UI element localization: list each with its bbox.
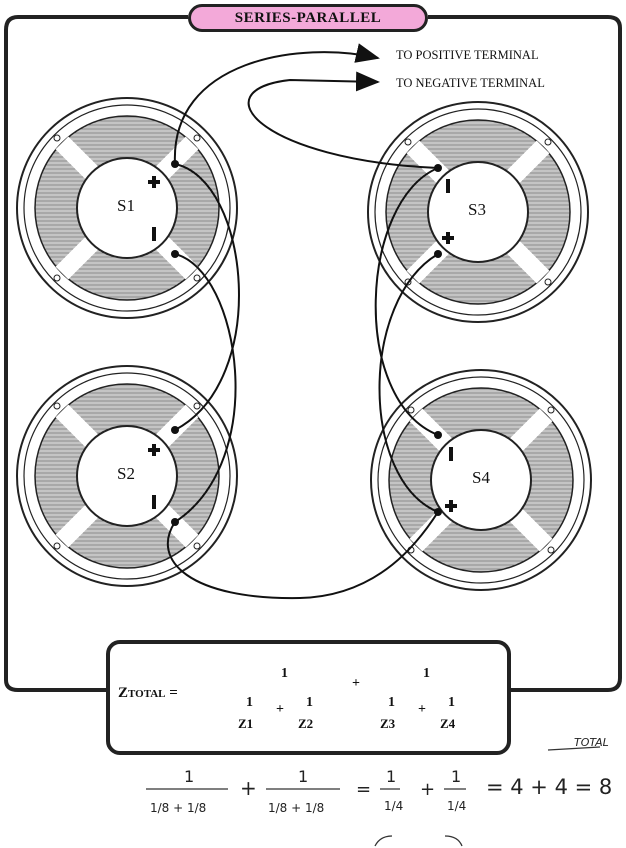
speaker-label-s2: S2 [117, 464, 135, 483]
num-z4: 1 [448, 695, 455, 710]
hw-underline-total [547, 746, 601, 751]
mounting-hole-s2 [193, 402, 201, 410]
hw-den-1: 1/8 + 1/8 [150, 801, 206, 815]
hw-plus-1: + [240, 776, 257, 800]
speaker-spoke-s4 [509, 508, 553, 552]
negative-terminal-label: TO NEGATIVE TERMINAL [396, 76, 545, 90]
polarity-minus-s3 [446, 179, 450, 193]
numerator-left: 1 [281, 666, 288, 681]
enclosure-outline [4, 15, 622, 692]
polarity-minus-s2 [152, 495, 156, 509]
terminal-s1-neg [171, 250, 179, 258]
speaker-s3 [367, 101, 589, 323]
formula-equals: = [169, 685, 178, 701]
hw-one-1: 1 [184, 767, 194, 786]
num-z3: 1 [388, 695, 395, 710]
speaker-rim-s1 [23, 104, 231, 312]
speaker-spoke-s4 [409, 408, 453, 452]
speaker-label-s3: S3 [468, 200, 486, 219]
den-z1: Z1 [238, 716, 254, 731]
wire-positive-lead [173, 43, 380, 165]
speaker-label-s1: S1 [117, 196, 135, 215]
wire-s1-neg-to-s2-neg [174, 253, 237, 523]
wire-s3-neg-to-s4-neg [374, 167, 439, 436]
hw-bracket [374, 835, 463, 847]
mounting-hole-s4 [407, 406, 415, 414]
mounting-hole-s1 [53, 134, 61, 142]
mounting-hole-s1 [193, 134, 201, 142]
speaker-spoke-s2 [55, 504, 99, 548]
mounting-hole-s3 [544, 138, 552, 146]
hw-one-3: 1 [386, 767, 396, 786]
speaker-spoke-s4 [509, 408, 553, 452]
den-z2: Z2 [298, 716, 314, 731]
formula-z-subscript: TOTAL [128, 688, 166, 700]
hw-one-2: 1 [298, 767, 308, 786]
speaker-spoke-s2 [155, 504, 199, 548]
mounting-hole-s3 [404, 138, 412, 146]
hw-note-total: TOTAL [574, 736, 609, 749]
hw-calc-result: = 4 + 4 = 8 [486, 775, 613, 799]
wire-negative-lead [247, 71, 439, 169]
speaker-spoke-s1 [55, 136, 99, 180]
speaker-label-s4: S4 [472, 468, 490, 487]
mounting-hole-s1 [193, 274, 201, 282]
num-z2: 1 [306, 695, 313, 710]
numerator-right: 1 [423, 666, 430, 681]
plus-main: + [352, 676, 360, 691]
hw-den-3: 1/4 [384, 799, 403, 813]
speaker-rim-s4 [377, 376, 585, 584]
terminal-s4-neg [434, 431, 442, 439]
polarity-minus-s4 [449, 447, 453, 461]
speaker-rim-s2 [23, 372, 231, 580]
den-z3: Z3 [380, 716, 396, 731]
num-z1: 1 [246, 695, 253, 710]
wire-s1-pos-to-s2-pos [174, 163, 240, 431]
terminal-s3-neg [434, 164, 442, 172]
mounting-hole-s3 [544, 278, 552, 286]
formula-lhs: ZTOTAL = [118, 685, 178, 702]
formula-z: Z [118, 685, 129, 701]
speaker-spoke-s1 [155, 236, 199, 280]
plus-inner-1: + [276, 702, 284, 717]
hw-den-4: 1/4 [447, 799, 466, 813]
mounting-hole-s4 [547, 406, 555, 414]
hw-eq-1: = [356, 779, 371, 800]
title-badge: SERIES-PARALLEL [188, 4, 428, 32]
positive-terminal-label: TO POSITIVE TERMINAL [396, 48, 539, 62]
mounting-hole-s2 [193, 542, 201, 550]
mounting-hole-s2 [53, 542, 61, 550]
terminal-s1-pos [171, 160, 179, 168]
terminal-s2-pos [171, 426, 179, 434]
terminal-s4-pos [434, 508, 442, 516]
speaker-rim-s3 [374, 108, 582, 316]
formula-box [106, 640, 511, 755]
hw-one-4: 1 [451, 767, 461, 786]
terminal-s3-pos [434, 250, 442, 258]
hw-den-2: 1/8 + 1/8 [268, 801, 324, 815]
den-z4: Z4 [440, 716, 456, 731]
mounting-hole-s2 [53, 402, 61, 410]
speaker-spoke-s2 [155, 404, 199, 448]
speaker-spoke-s3 [506, 140, 550, 184]
speaker-spoke-s3 [506, 240, 550, 284]
speaker-spoke-s1 [155, 136, 199, 180]
page-title: SERIES-PARALLEL [234, 9, 382, 26]
speaker-spoke-s1 [55, 236, 99, 280]
polarity-minus-s1 [152, 227, 156, 241]
speaker-s1 [16, 97, 238, 319]
hw-plus-2: + [420, 779, 435, 800]
speaker-spoke-s4 [409, 508, 453, 552]
terminal-s2-neg [171, 518, 179, 526]
mounting-hole-s4 [547, 546, 555, 554]
wire-s2-to-s4 [166, 511, 439, 600]
wire-s3-pos-to-s4-pos [378, 253, 439, 513]
plus-inner-2: + [418, 702, 426, 717]
mounting-hole-s1 [53, 274, 61, 282]
speaker-spoke-s2 [55, 404, 99, 448]
